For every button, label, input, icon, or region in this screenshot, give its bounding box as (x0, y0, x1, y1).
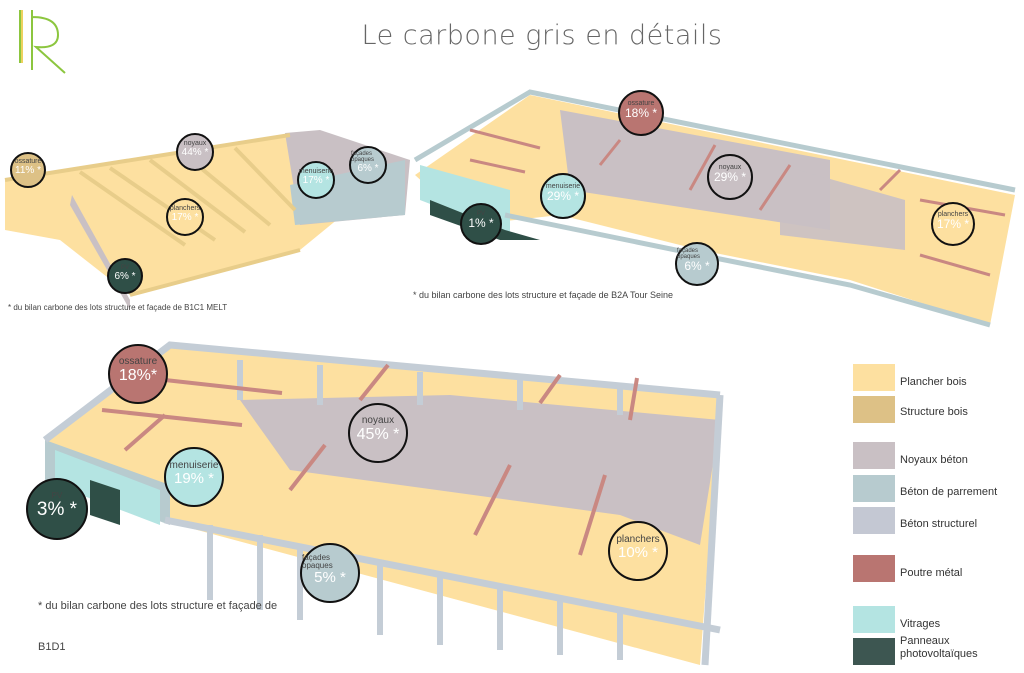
bubble-value: 6% * (114, 270, 136, 282)
footnote-b2a: * du bilan carbone des lots structure et… (413, 290, 674, 300)
legend-swatch-vitrages (853, 606, 895, 633)
bubble-value: 18%* (118, 367, 158, 385)
bubble-value: 45% * (356, 426, 400, 444)
bubble-label: planchers (937, 210, 969, 218)
footnote-b1c1: * du bilan carbone des lots structure et… (8, 303, 228, 312)
bubble-value: 6% * (684, 259, 710, 274)
bubble-label: noyaux (183, 140, 207, 147)
legend-label: Poutre métal (900, 567, 963, 579)
legend-label: Béton structurel (900, 518, 978, 530)
bubble-label: noyaux (718, 163, 742, 171)
bubble-value: 44% * (181, 147, 209, 158)
bubble-label: ossature (627, 99, 655, 107)
legend-swatch-structure-bois (853, 396, 895, 423)
bubble-label: ossature (118, 356, 158, 368)
bubble-value: 17% * (302, 175, 330, 186)
bubble-value: 17% * (936, 216, 970, 231)
footnote-b1d1-name: B1D1 (38, 641, 66, 653)
legend-swatch-beton-structurel (853, 507, 895, 534)
bubble-label: menuiserie (169, 459, 219, 471)
bubble-value: 18% * (624, 105, 658, 120)
bubble-label: façades opaques (302, 552, 333, 570)
page-title: Le carbone gris en détails (361, 20, 723, 51)
legend-swatch-noyaux-beton (853, 442, 895, 469)
bubble-label: planchers (169, 205, 201, 212)
legend-label: Vitrages (900, 618, 941, 630)
legend-label: Panneaux photovoltaïques (900, 635, 978, 660)
bubble-label: façades opaques (677, 248, 701, 261)
bubble-value: 3% * (36, 498, 78, 520)
bubble-value: 10% * (617, 543, 659, 561)
bubble-label: ossature (14, 158, 42, 165)
bubble-value: 17% * (171, 212, 199, 223)
bubble-label: PV (51, 490, 63, 500)
bubble-value: 29% * (546, 188, 580, 203)
bubble-value: 1% * (468, 216, 494, 231)
bubble-label: planchers (616, 533, 660, 545)
legend-label: Béton de parrement (900, 486, 998, 498)
building-b2a (413, 89, 1016, 328)
legend-swatch-poutre-metal (853, 555, 895, 582)
legend-label: Plancher bois (900, 376, 967, 388)
bubble-label: menuiserie (298, 168, 334, 175)
bubble-label: façades opaques (351, 150, 375, 163)
legend-swatch-pv (853, 638, 895, 665)
bubble-value: 19% * (173, 469, 215, 487)
bubble-value: 6% * (357, 162, 379, 174)
footnote-b1d1: * du bilan carbone des lots structure et… (38, 600, 278, 612)
bubble-value: 11% * (15, 165, 41, 176)
legend-swatch-beton-parement (853, 475, 895, 502)
bubble-value: 29% * (713, 169, 747, 184)
bubble-value: 5% * (314, 568, 346, 586)
building-b1d1 (42, 341, 724, 666)
logo-ir (19, 10, 66, 74)
legend-label: Structure bois (900, 406, 968, 418)
legend-swatch-plancher-bois (853, 364, 895, 391)
bubble-label: menuiserie (545, 182, 581, 190)
bubble-label: PV (476, 211, 485, 218)
legend-label: Noyaux béton (900, 454, 968, 466)
bubble-label: noyaux (361, 415, 395, 427)
bubble-label: PV (120, 264, 129, 271)
